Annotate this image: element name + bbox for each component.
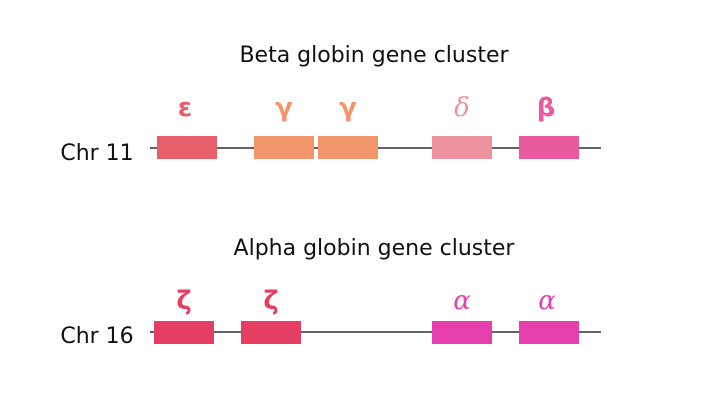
alpha-cluster-title: Alpha globin gene cluster xyxy=(234,236,516,261)
gamma-gene-label-2: γ xyxy=(339,93,357,123)
zeta-gene-label-1: ζ xyxy=(176,286,191,316)
zeta-gene-label-2: ζ xyxy=(263,286,278,316)
beta-gene-box xyxy=(519,136,579,159)
beta-globin-cluster: Beta globin gene cluster Chr 11 ε γ γ δ … xyxy=(60,43,601,166)
delta-gene-label: δ xyxy=(454,93,470,123)
gamma-gene-label-1: γ xyxy=(275,93,293,123)
chr-11-label: Chr 11 xyxy=(60,141,133,166)
alpha-gene-label-2: α xyxy=(538,286,556,316)
gamma-gene-box-1 xyxy=(254,136,314,159)
delta-gene-box xyxy=(432,136,492,159)
alpha-gene-label-1: α xyxy=(453,286,471,316)
chr-16-label: Chr 16 xyxy=(60,324,133,349)
alpha-gene-box-1 xyxy=(432,321,492,344)
alpha-gene-box-2 xyxy=(519,321,579,344)
beta-cluster-title: Beta globin gene cluster xyxy=(239,43,509,68)
alpha-globin-cluster: Alpha globin gene cluster Chr 16 ζ ζ α α xyxy=(60,236,601,349)
beta-gene-label: β xyxy=(537,93,556,123)
zeta-gene-box-2 xyxy=(241,321,301,344)
gamma-gene-box-2 xyxy=(318,136,378,159)
epsilon-gene-label: ε xyxy=(178,93,192,123)
epsilon-gene-box xyxy=(157,136,217,159)
zeta-gene-box-1 xyxy=(154,321,214,344)
